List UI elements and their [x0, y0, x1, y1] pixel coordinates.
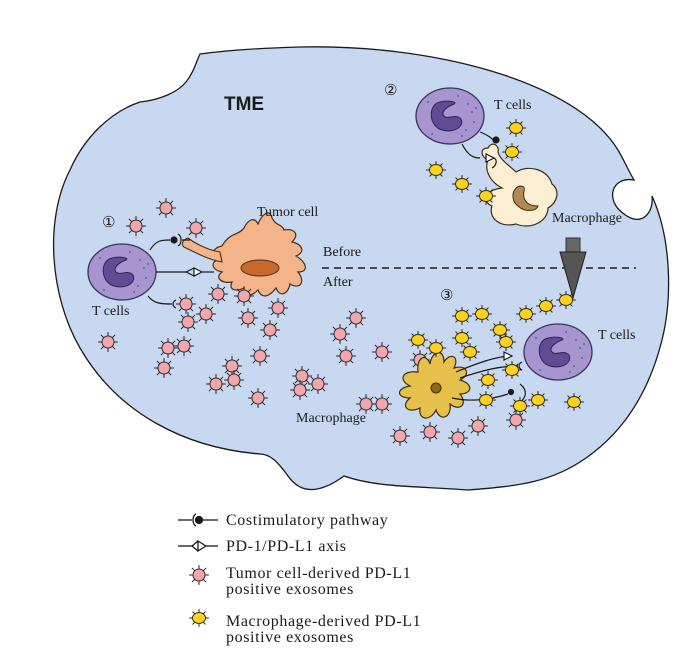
panel-number-3: ③	[440, 286, 453, 304]
t-cell-3	[523, 323, 593, 381]
tumor-nucleus	[240, 259, 280, 277]
t-cells-label-2: T cells	[494, 98, 531, 113]
panel-number-2: ②	[384, 81, 397, 99]
legend: Costimulatory pathway PD-1/PD-L1 axis Tu…	[178, 512, 421, 646]
macrophage-exosome-icon	[189, 609, 209, 627]
after-label: After	[323, 275, 353, 290]
legend-tumor-exosome-line2: positive exosomes	[226, 581, 354, 598]
tme-label: TME	[224, 94, 264, 115]
tumor-cell-process	[181, 237, 223, 263]
panel-number-1: ①	[102, 213, 115, 231]
legend-tumor-exosome-line1: Tumor cell-derived PD-L1	[226, 565, 411, 582]
legend-macrophage-exosome-line1: Macrophage-derived PD-L1	[226, 613, 421, 630]
down-arrow-icon	[559, 237, 587, 300]
t-cell-1	[87, 243, 157, 301]
tumor-exosome-icon	[189, 565, 209, 585]
legend-pd1-pdl1: PD-1/PD-L1 axis	[226, 538, 347, 555]
macrophage-2-nucleus	[512, 185, 539, 211]
pd1-link-1b	[147, 295, 177, 309]
legend-macrophage-exosome-line2: positive exosomes	[226, 629, 354, 646]
costimulatory-link-2	[479, 131, 500, 144]
tumor-cell	[212, 212, 306, 297]
before-label: Before	[323, 245, 361, 260]
pd1-link-2	[461, 143, 497, 169]
macrophage-label-2: Macrophage	[552, 211, 622, 226]
legend-costimulatory: Costimulatory pathway	[226, 512, 388, 529]
tumor-cell-label: Tumor cell	[257, 205, 318, 220]
macrophage-3-nucleus	[430, 382, 442, 394]
t-cells-label-1: T cells	[92, 304, 129, 319]
costimulatory-icon	[178, 513, 218, 527]
t-cell-2	[415, 87, 485, 145]
pd1-pdl1-icon	[178, 539, 218, 553]
pd1-link-1	[156, 267, 214, 277]
costimulatory-link-1	[149, 233, 190, 251]
t-cells-label-3: T cells	[598, 328, 635, 343]
macrophage-label-3: Macrophage	[296, 411, 366, 426]
